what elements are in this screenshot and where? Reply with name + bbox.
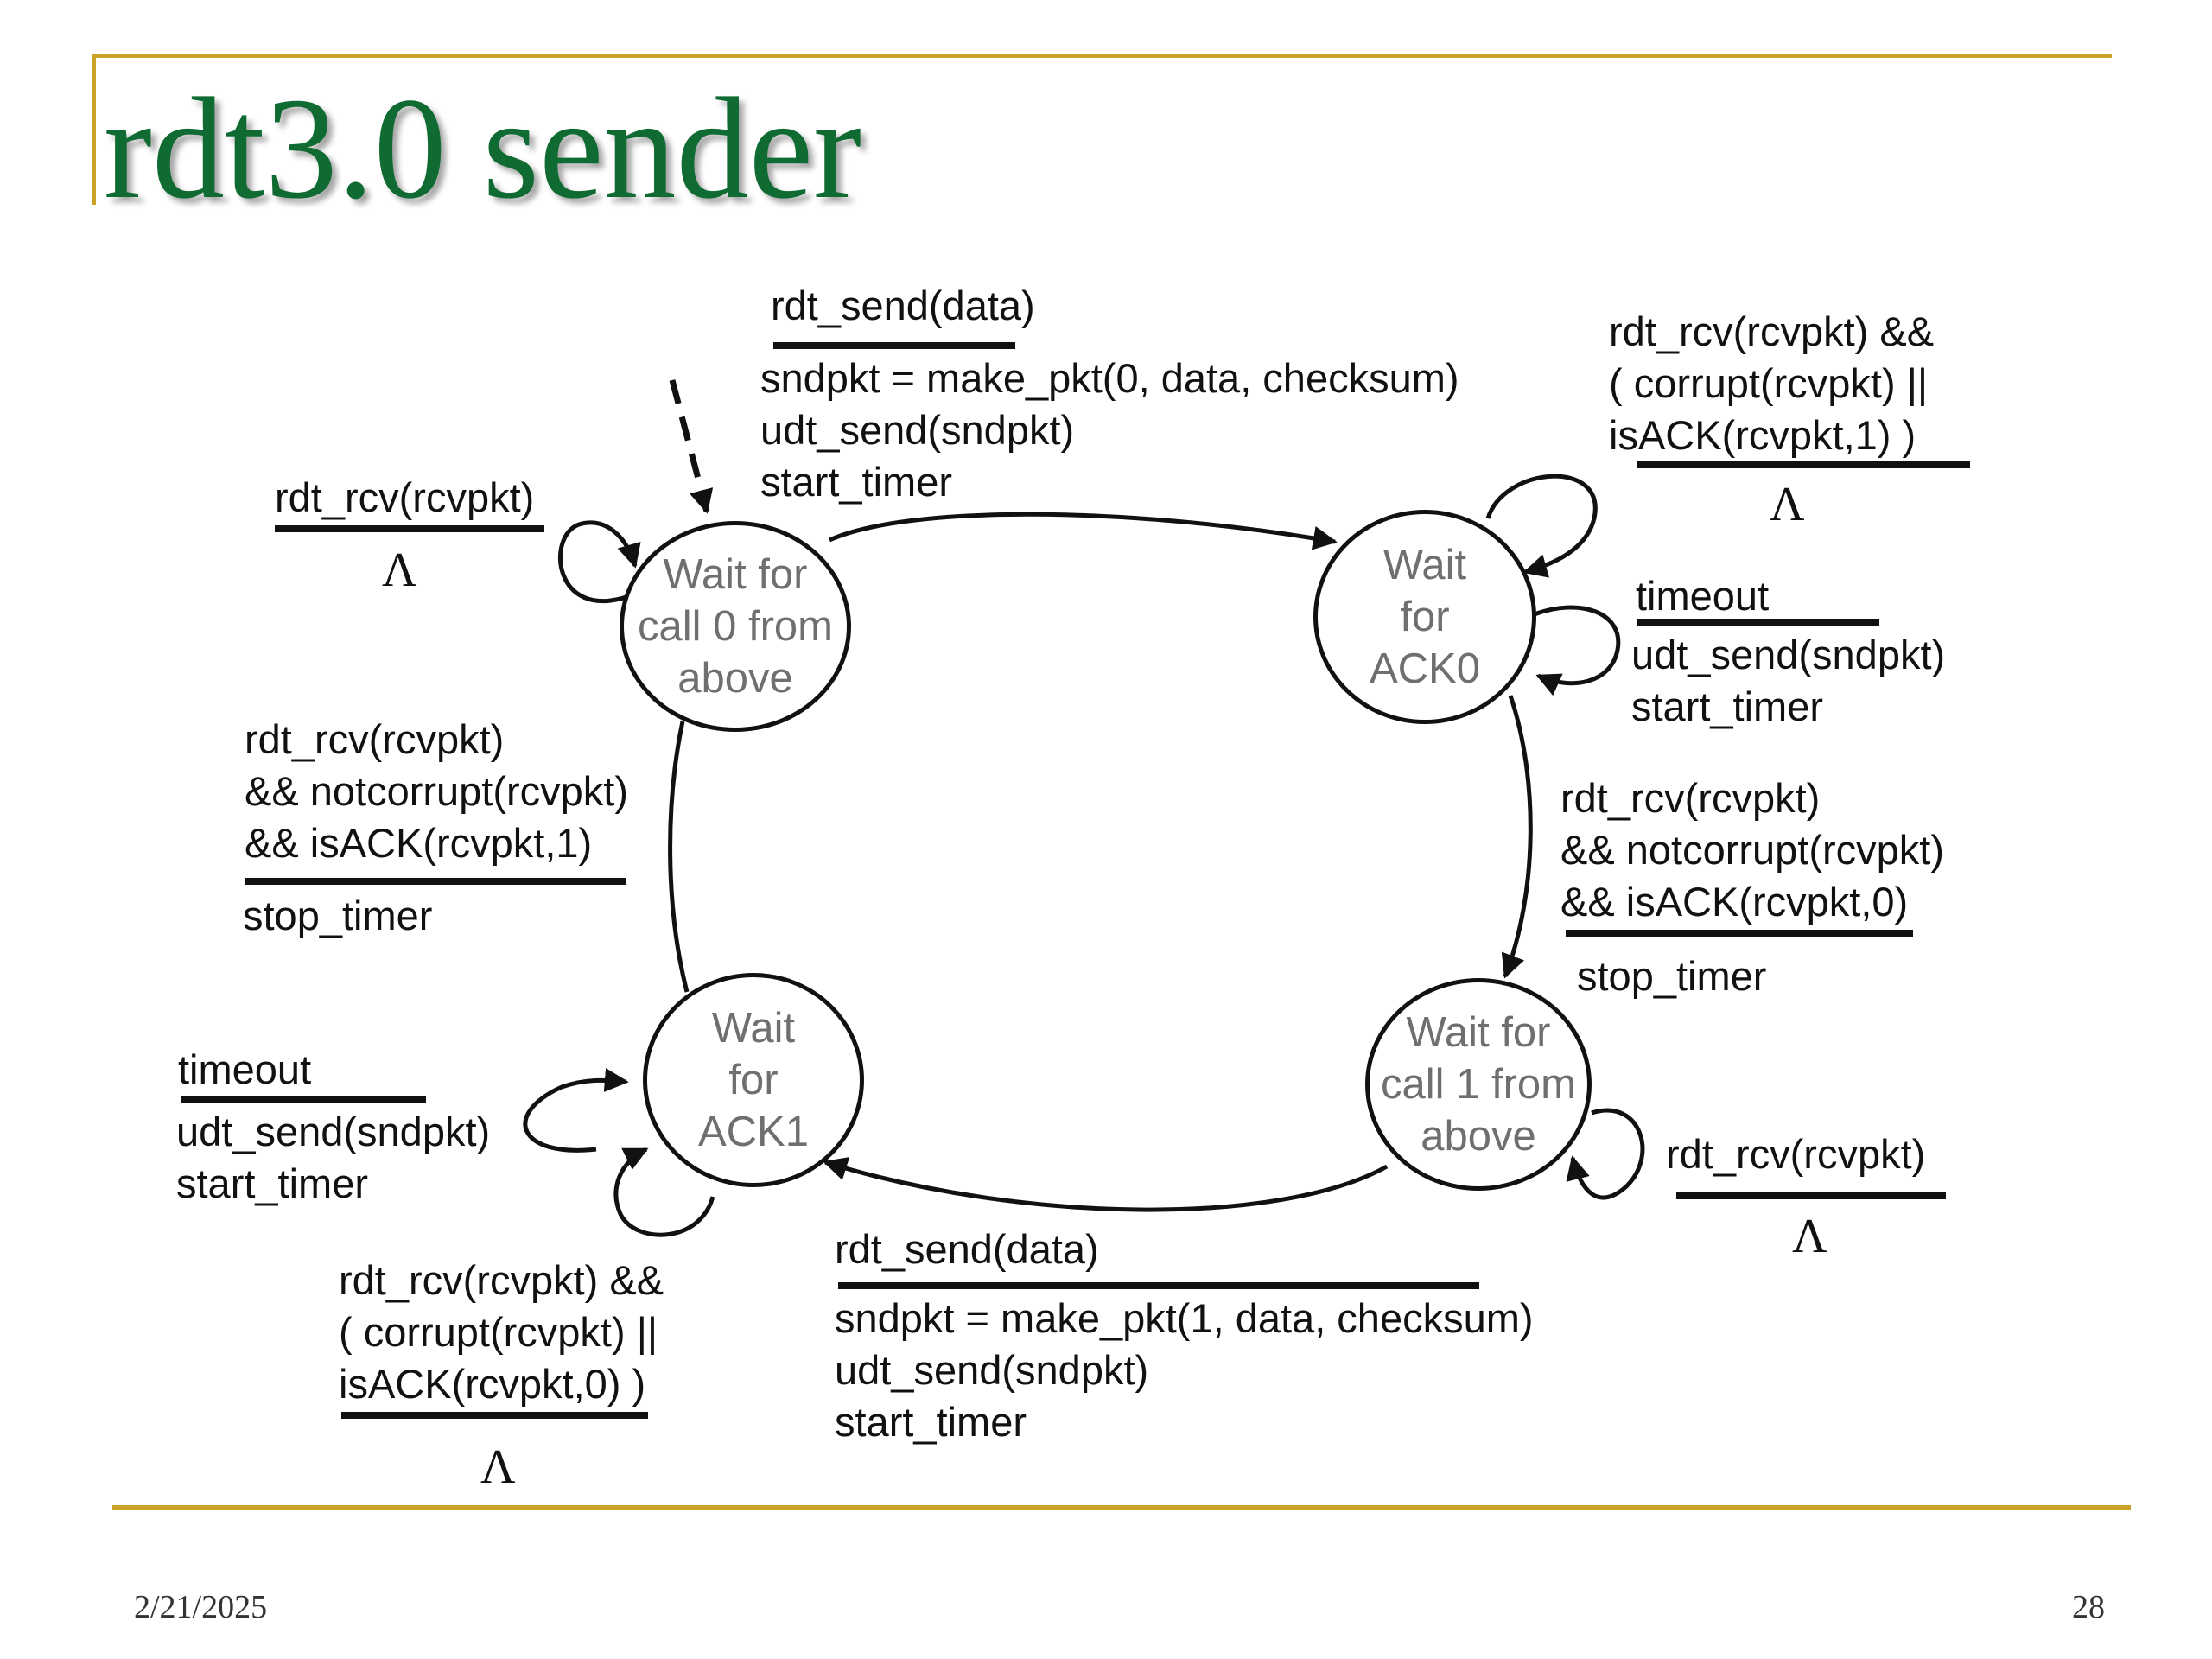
state-label-line: above [1421,1113,1536,1160]
ack1-to-call0-event: rdt_rcv(rcvpkt) && notcorrupt(rcvpkt) &&… [245,714,628,869]
action-line: sndpkt = make_pkt(0, data, checksum) [760,355,1459,401]
state-label-line: Wait [1382,542,1467,588]
edge-ack1-to-call0 [668,721,690,993]
ack1-timeout-separator [181,1096,426,1103]
action-line: sndpkt = make_pkt(1, data, checksum) [835,1295,1534,1341]
state-wait-call0[interactable]: Wait for call 0 from above [620,521,851,732]
self-loop-call0 [557,520,641,604]
action-line: start_timer [176,1160,368,1206]
state-label-line: ACK0 [1369,645,1480,692]
ack0-corrupt-separator [1637,461,1970,468]
slide-page-number: 28 [2072,1589,2105,1625]
state-wait-ack1[interactable]: Wait for ACK1 [643,973,864,1187]
event-line: rdt_rcv(rcvpkt) [245,716,505,762]
event-line: isACK(rcvpkt,0) ) [339,1361,646,1407]
ack1-corrupt-separator [341,1412,648,1419]
ack0-timeout-event: timeout [1636,573,1770,619]
top-rule [92,54,2112,58]
state-label-line: Wait for [1406,1009,1551,1056]
call1-to-ack1-separator [838,1282,1479,1289]
ack1-corrupt-lambda: Λ [480,1440,516,1494]
ack0-timeout-actions: udt_send(sndpkt) start_timer [1631,629,1945,733]
state-label-line: above [677,655,793,702]
ack1-corrupt-event: rdt_rcv(rcvpkt) && ( corrupt(rcvpkt) || … [339,1255,664,1410]
ack1-timeout-event: timeout [178,1046,312,1092]
ack0-corrupt-lambda: Λ [1770,478,1805,531]
action-line: udt_send(sndpkt) [760,407,1075,453]
call0-self-separator [275,525,544,532]
call1-self-lambda: Λ [1792,1210,1827,1263]
state-label-line: Wait [711,1005,796,1052]
state-label-line: for [1400,594,1450,640]
event-line: rdt_rcv(rcvpkt) && [339,1257,664,1303]
event-line: ( corrupt(rcvpkt) || [339,1309,658,1355]
ack1-to-call0-action: stop_timer [243,893,433,938]
ack0-to-call1-separator [1566,930,1913,937]
action-line: start_timer [1631,683,1823,729]
self-loop-ack1-timeout [523,1068,629,1153]
initial-state-arrow [669,379,714,514]
edge-ack0-to-call1 [1501,695,1533,979]
ack0-to-call1-event: rdt_rcv(rcvpkt) && notcorrupt(rcvpkt) &&… [1560,772,1944,928]
action-line: udt_send(sndpkt) [835,1347,1149,1393]
self-loop-ack1-corrupt [613,1147,715,1237]
self-loop-call1 [1566,1108,1645,1200]
event-line: rdt_rcv(rcvpkt) && [1609,308,1935,354]
action-line: start_timer [835,1399,1027,1445]
call1-self-separator [1676,1192,1946,1199]
ack1-timeout-actions: udt_send(sndpkt) start_timer [176,1106,490,1210]
edge-call0-to-ack0 [828,512,1338,550]
call0-to-ack0-event: rdt_send(data) [771,283,1035,328]
call0-to-ack0-separator [773,342,1015,349]
self-loop-ack0-top [1485,474,1598,578]
state-label-line: ACK1 [697,1109,809,1155]
event-line: && isACK(rcvpkt,0) [1560,879,1909,925]
event-line: && notcorrupt(rcvpkt) [245,768,629,814]
event-line: && notcorrupt(rcvpkt) [1560,827,1945,873]
edge-call1-to-ack1 [823,1157,1389,1212]
slide-title: rdt3.0 sender [104,68,862,229]
title-side-rule [92,54,96,205]
ack0-to-call1-action: stop_timer [1577,953,1767,999]
ack0-corrupt-event: rdt_rcv(rcvpkt) && ( corrupt(rcvpkt) || … [1609,306,1934,461]
event-line: rdt_rcv(rcvpkt) [1560,775,1821,821]
state-wait-call1[interactable]: Wait for call 1 from above [1365,978,1592,1191]
call1-to-ack1-actions: sndpkt = make_pkt(1, data, checksum) udt… [835,1293,1534,1448]
action-line: udt_send(sndpkt) [176,1109,491,1154]
state-label-line: for [728,1057,779,1103]
call1-to-ack1-event: rdt_send(data) [835,1226,1099,1272]
event-line: && isACK(rcvpkt,1) [245,820,593,866]
ack1-to-call0-separator [245,878,626,885]
ack0-timeout-separator [1637,619,1879,626]
call0-to-ack0-actions: sndpkt = make_pkt(0, data, checksum) udt… [760,353,1459,508]
call0-self-event: rdt_rcv(rcvpkt) [275,474,535,520]
event-line: isACK(rcvpkt,1) ) [1609,412,1916,458]
call1-self-event: rdt_rcv(rcvpkt) [1666,1131,1926,1177]
call0-self-lambda: Λ [382,543,417,597]
state-label-line: call 0 from [637,603,833,650]
state-label-line: Wait for [663,551,808,598]
slide-date: 2/21/2025 [134,1589,268,1625]
action-line: udt_send(sndpkt) [1631,632,1946,677]
state-wait-ack0[interactable]: Wait for ACK0 [1313,510,1536,724]
action-line: start_timer [760,459,952,505]
self-loop-ack0-right [1531,605,1621,696]
bottom-rule [112,1505,2131,1510]
state-label-line: call 1 from [1380,1061,1576,1108]
event-line: ( corrupt(rcvpkt) || [1609,360,1929,406]
